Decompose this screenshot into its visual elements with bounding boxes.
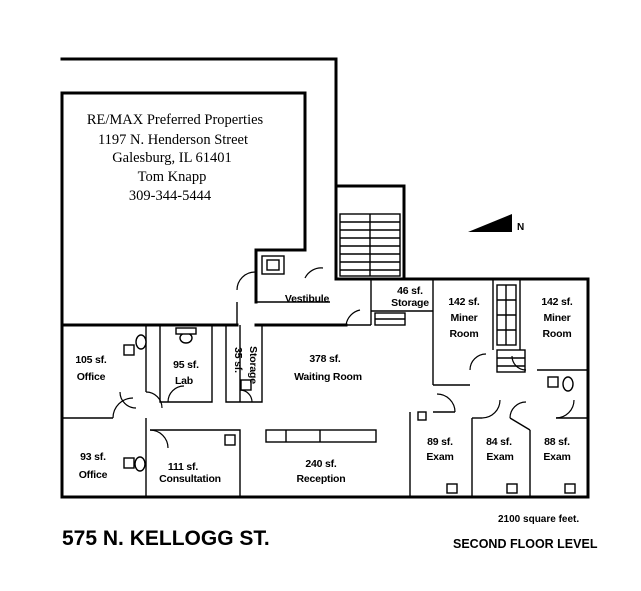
room-reception-name: Reception	[297, 473, 346, 485]
exterior-walls	[60, 57, 590, 499]
interior-walls	[62, 279, 588, 497]
room-consultation-area: 111 sf.	[168, 461, 198, 473]
room-reception-area: 240 sf.	[305, 458, 337, 470]
agent-company: RE/MAX Preferred Properties	[87, 112, 264, 128]
room-office-93-area: 93 sf.	[80, 451, 106, 463]
room-exam-88-area: 88 sf.	[544, 436, 570, 448]
room-waiting-name: Waiting Room	[294, 371, 362, 383]
room-lab-name: Lab	[175, 375, 193, 387]
agent-info: RE/MAX Preferred Properties 1197 N. Hend…	[87, 112, 264, 204]
room-exam-89-area: 89 sf.	[427, 436, 453, 448]
room-office-93-name: Office	[79, 469, 108, 481]
room-exam-84-name: Exam	[486, 451, 513, 463]
room-storage-46-name: Storage	[391, 297, 429, 309]
room-miner-right-area: 142 sf.	[541, 296, 573, 308]
room-miner-left-name2: Room	[450, 328, 479, 340]
room-miner-right-name2: Room	[543, 328, 572, 340]
room-miner-left-name: Miner	[450, 312, 477, 324]
agent-city: Galesburg, IL 61401	[112, 150, 232, 166]
fixtures	[123, 255, 576, 494]
room-exam-89-name: Exam	[426, 451, 453, 463]
room-storage-35-area: 35 sf.	[232, 347, 244, 373]
room-office-105-area: 105 sf.	[75, 354, 107, 366]
staircase	[339, 213, 526, 373]
room-miner-left-area: 142 sf.	[448, 296, 480, 308]
north-label: N	[517, 222, 524, 233]
agent-phone: 309-344-5444	[129, 188, 212, 204]
room-lab-area: 95 sf.	[173, 359, 199, 371]
room-vestibule: Vestibule	[285, 293, 330, 305]
room-consultation-name: Consultation	[159, 473, 221, 485]
room-exam-84-area: 84 sf.	[486, 436, 512, 448]
doors	[112, 267, 575, 449]
agent-street: 1197 N. Henderson Street	[98, 132, 248, 148]
room-office-105-name: Office	[77, 371, 106, 383]
north-arrow-icon: N	[468, 214, 524, 233]
room-storage-35-name: Storage	[247, 346, 259, 384]
room-storage-46-area: 46 sf.	[397, 285, 423, 297]
agent-name: Tom Knapp	[138, 169, 207, 185]
floor-level: SECOND FLOOR LEVEL	[453, 537, 598, 551]
property-address: 575 N. KELLOGG ST.	[62, 527, 270, 550]
room-miner-right-name: Miner	[543, 312, 570, 324]
room-labels: Vestibule 46 sf. Storage 142 sf. Miner R…	[75, 285, 573, 485]
room-exam-88-name: Exam	[543, 451, 570, 463]
room-waiting-area: 378 sf.	[309, 353, 341, 365]
total-square-feet: 2100 square feet.	[498, 514, 579, 525]
